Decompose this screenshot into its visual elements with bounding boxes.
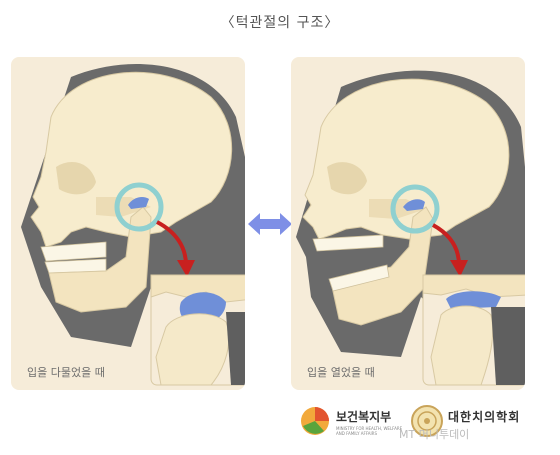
- ministry-subtitle: MINISTRY FOR HEALTH, WELFARE AND FAMILY …: [336, 426, 403, 436]
- association-name: 대한치의학회: [448, 410, 521, 424]
- closed-mouth-panel: 입을 다물었을 때: [11, 57, 245, 390]
- closed-mouth-illustration: [21, 64, 245, 386]
- footer-logos: 보건복지부 MINISTRY FOR HEALTH, WELFARE AND F…: [300, 400, 555, 448]
- double-arrow-icon: [248, 213, 292, 235]
- ministry-logo-icon: [301, 407, 329, 435]
- association-seal-icon: [411, 405, 443, 437]
- watermark: MT 머니투데이: [399, 428, 470, 441]
- ministry-name: 보건복지부: [336, 410, 392, 424]
- open-mouth-caption: 입을 열었을 때: [307, 366, 375, 379]
- open-mouth-illustration: [296, 70, 525, 386]
- open-mouth-panel: 입을 열었을 때: [291, 57, 525, 390]
- page-title: 〈턱관절의 구조〉: [220, 15, 340, 31]
- closed-mouth-caption: 입을 다물었을 때: [27, 366, 105, 379]
